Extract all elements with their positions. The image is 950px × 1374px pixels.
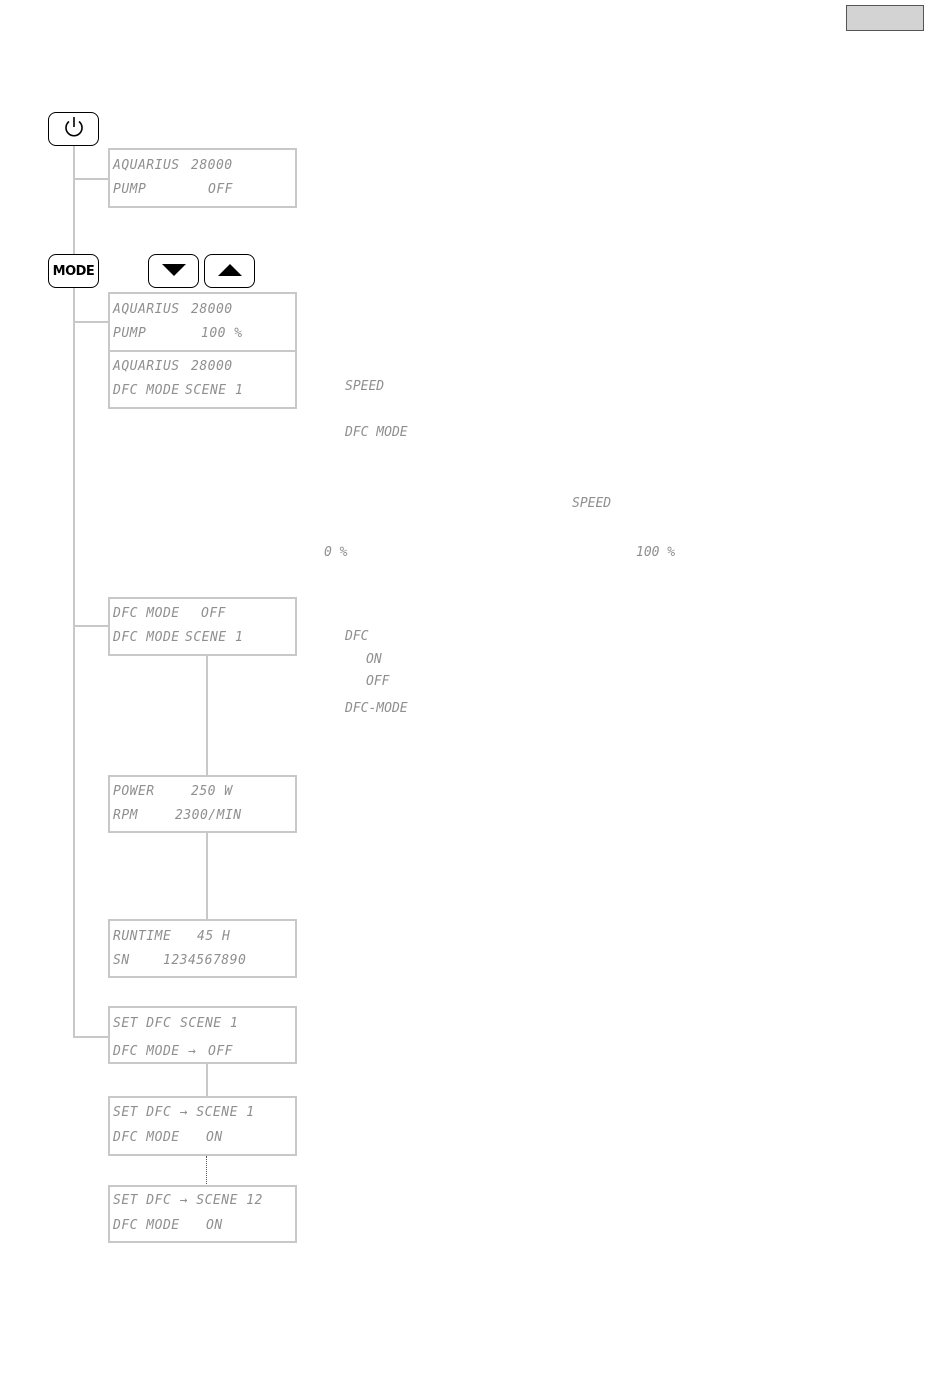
branch-line — [73, 321, 109, 323]
display-set-dfc-scene-1: SET DFC → SCENE 1 DFC MODE ON — [108, 1096, 297, 1156]
display-line1-label: AQUARIUS — [113, 302, 180, 317]
display-line1-label: AQUARIUS — [113, 158, 180, 173]
display-line1-value: 28000 — [191, 359, 233, 374]
note-dfc-mode-dash: DFC-MODE — [345, 701, 408, 716]
display-line2-label: DFC MODE — [113, 1218, 180, 1233]
display-line2-value: OFF — [208, 1044, 233, 1059]
display-line1-label: POWER — [113, 784, 155, 799]
display-line2-value: SCENE 1 — [185, 383, 244, 398]
display-line1-label: SET DFC → SCENE 1 — [113, 1105, 255, 1120]
display-line1-value: SCENE 1 — [180, 1016, 239, 1031]
display-line2-value: SCENE 1 — [185, 630, 244, 645]
power-icon — [62, 115, 86, 143]
branch-line — [73, 178, 109, 180]
display-line2-label: DFC MODE — [113, 630, 180, 645]
display-line1-value: 250 W — [191, 784, 233, 799]
connector-line — [206, 655, 208, 775]
branch-line — [73, 625, 109, 627]
display-line1-label: RUNTIME — [113, 929, 172, 944]
power-button[interactable] — [48, 112, 99, 146]
display-line2-label: PUMP — [113, 326, 147, 341]
display-line1-label: DFC MODE — [113, 606, 180, 621]
display-dfc-scene: AQUARIUS 28000 DFC MODE SCENE 1 — [108, 350, 297, 409]
note-speed-center: SPEED — [572, 496, 612, 511]
display-line1-value: 45 H — [197, 929, 231, 944]
note-range-max: 100 % — [636, 545, 676, 560]
connector-line — [206, 1063, 208, 1097]
display-line2-value: 1234567890 — [163, 953, 247, 968]
note-off: OFF — [366, 674, 390, 689]
display-line2-value: OFF — [208, 182, 233, 197]
display-line2-label: PUMP — [113, 182, 147, 197]
note-speed: SPEED — [345, 379, 385, 394]
dotted-connector — [206, 1156, 207, 1186]
display-power-rpm: POWER 250 W RPM 2300/MIN — [108, 775, 297, 833]
display-pump-off: AQUARIUS 28000 PUMP OFF — [108, 148, 297, 208]
display-line2-value: ON — [206, 1218, 223, 1233]
display-line2-value: ON — [206, 1130, 223, 1145]
display-line2-value: 2300/MIN — [175, 808, 242, 823]
up-button[interactable] — [204, 254, 255, 288]
note-range-min: 0 % — [324, 545, 348, 560]
note-dfc-mode: DFC MODE — [345, 425, 408, 440]
display-line2-value: 100 % — [201, 326, 243, 341]
arrow-up-icon — [217, 262, 243, 281]
display-dfc-mode: DFC MODE OFF DFC MODE SCENE 1 — [108, 597, 297, 656]
down-button[interactable] — [148, 254, 199, 288]
language-tab — [846, 5, 924, 31]
display-line2-label: RPM — [113, 808, 138, 823]
branch-line — [73, 1036, 109, 1038]
note-dfc: DFC — [345, 629, 369, 644]
note-on: ON — [366, 652, 382, 667]
display-line1-label: SET DFC → SCENE 12 — [113, 1193, 263, 1208]
display-line1-value: 28000 — [191, 158, 233, 173]
arrow-down-icon — [161, 262, 187, 281]
display-pump-speed: AQUARIUS 28000 PUMP 100 % — [108, 292, 297, 352]
display-line1-label: SET DFC — [113, 1016, 172, 1031]
mode-button[interactable]: MODE — [48, 254, 99, 288]
display-line1-value: OFF — [201, 606, 226, 621]
connector-line — [206, 832, 208, 920]
display-runtime-serial: RUNTIME 45 H SN 1234567890 — [108, 919, 297, 978]
display-line2-label: DFC MODE — [113, 1130, 180, 1145]
display-line1-label: AQUARIUS — [113, 359, 180, 374]
display-set-dfc-scene-12: SET DFC → SCENE 12 DFC MODE ON — [108, 1185, 297, 1243]
main-connector-line — [73, 145, 75, 1038]
mode-button-label: MODE — [52, 263, 95, 279]
display-line2-label: DFC MODE → — [113, 1044, 197, 1059]
display-set-dfc: SET DFC SCENE 1 DFC MODE → OFF — [108, 1006, 297, 1064]
display-line2-label: SN — [113, 953, 130, 968]
display-line2-label: DFC MODE — [113, 383, 180, 398]
display-line1-value: 28000 — [191, 302, 233, 317]
